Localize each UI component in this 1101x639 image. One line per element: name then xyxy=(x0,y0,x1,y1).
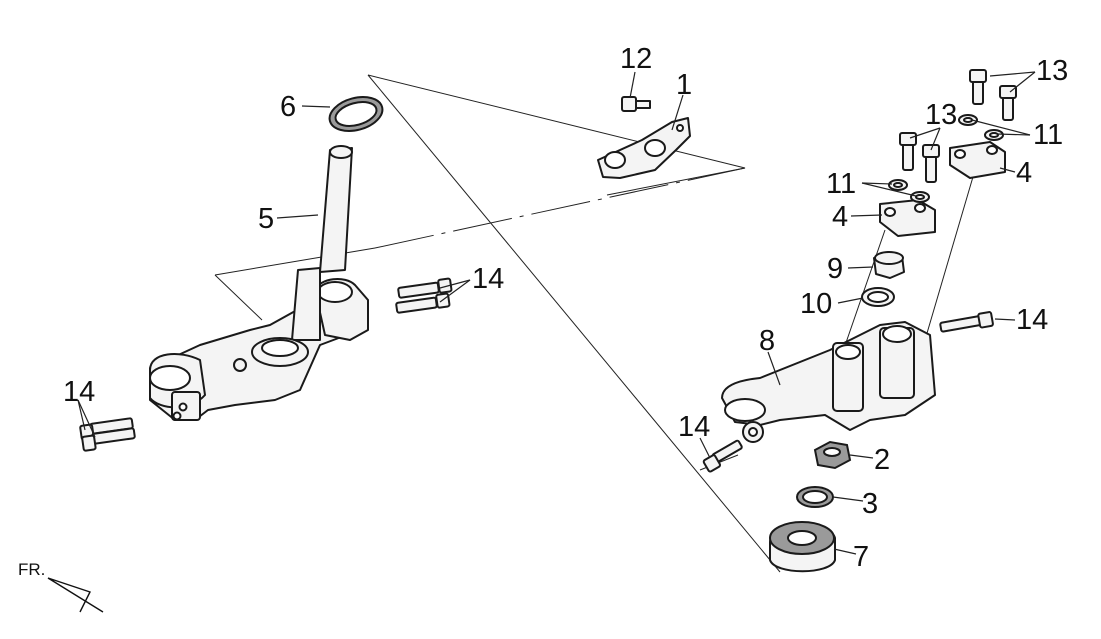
callout-12: 12 xyxy=(620,43,652,75)
nut-part-9 xyxy=(873,251,905,279)
bolts-part-13-lower xyxy=(899,132,940,183)
bolts-part-13-upper xyxy=(969,69,1017,121)
circlip-part-3 xyxy=(796,486,834,508)
callout-5: 5 xyxy=(258,203,274,235)
assembly-guide-lines xyxy=(214,74,976,573)
cable-clamp-part-1 xyxy=(597,117,691,179)
callout-leaders xyxy=(77,71,1036,555)
callout-10: 10 xyxy=(800,288,832,320)
callout-14-left-upper: 14 xyxy=(472,263,504,295)
bearing-part-7 xyxy=(769,521,836,573)
callout-labels: 12 1 6 5 14 14 13 13 11 4 11 4 9 10 14 8… xyxy=(63,43,1068,573)
seal-ring-part-6 xyxy=(328,96,384,132)
washer-part-10 xyxy=(861,287,895,307)
callout-11-lower: 11 xyxy=(826,168,856,200)
bolt-part-14-right-upper xyxy=(939,311,994,333)
callout-7: 7 xyxy=(853,541,869,573)
callout-14-left-lower: 14 xyxy=(63,376,95,408)
callout-9: 9 xyxy=(827,253,843,285)
callout-4-upper: 4 xyxy=(1016,157,1032,189)
front-label: FR. xyxy=(18,560,45,579)
washers-part-11-lower xyxy=(888,179,930,203)
callout-6: 6 xyxy=(280,91,296,123)
callout-13-upper: 13 xyxy=(1036,55,1068,87)
callout-3: 3 xyxy=(862,488,878,520)
front-arrow-icon xyxy=(47,577,104,613)
bolt-part-12 xyxy=(621,96,651,112)
front-direction-indicator: FR. xyxy=(18,560,104,613)
callout-2: 2 xyxy=(874,444,890,476)
upper-bracket-part-8 xyxy=(721,321,936,443)
steering-stem-part-5 xyxy=(149,145,369,421)
handlebar-clamp-part-4-lower xyxy=(879,199,936,237)
nut-part-2 xyxy=(813,440,852,470)
callout-8: 8 xyxy=(759,325,775,357)
handlebar-clamp-part-4-upper xyxy=(949,141,1006,179)
washers-part-11-upper xyxy=(958,114,1004,141)
callout-4-lower: 4 xyxy=(832,201,848,233)
bolt-part-14-right-lower xyxy=(702,439,743,473)
callout-14-right-upper: 14 xyxy=(1016,304,1048,336)
bolt-part-14-left-upper xyxy=(395,277,453,314)
callout-1: 1 xyxy=(676,69,692,101)
callout-11-upper: 11 xyxy=(1033,119,1063,151)
callout-13-lower: 13 xyxy=(925,99,957,131)
bolt-part-14-left-lower xyxy=(79,417,136,452)
callout-14-right-lower: 14 xyxy=(678,411,710,443)
